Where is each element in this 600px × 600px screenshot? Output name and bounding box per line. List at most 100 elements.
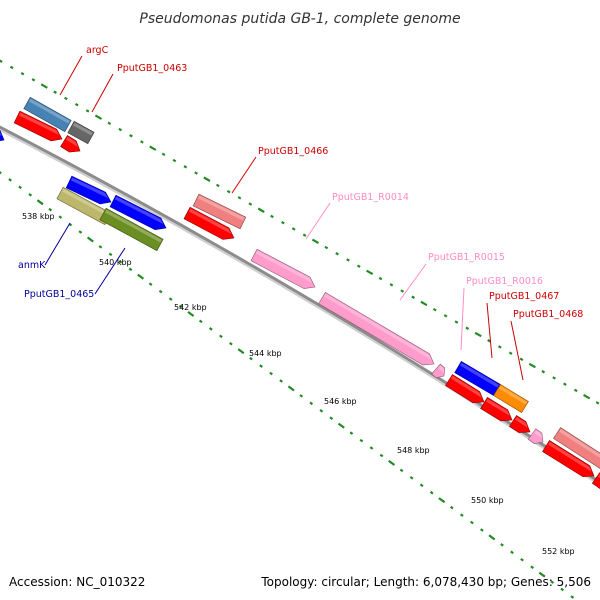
feature-highlight	[104, 209, 162, 243]
major-tick-mark	[237, 348, 245, 355]
major-tick-mark	[40, 83, 48, 89]
minor-tick-mark	[229, 342, 233, 346]
feature-highlight	[499, 385, 528, 405]
leader-line	[91, 73, 114, 113]
gene-label[interactable]: PputGB1_0466	[258, 146, 328, 157]
minor-tick-mark	[409, 476, 414, 480]
feature-highlight	[70, 177, 109, 199]
minor-tick-mark	[465, 326, 470, 330]
minor-tick-mark	[140, 140, 144, 144]
gene-label[interactable]: PputGB1_R0014	[332, 192, 409, 203]
cds-block-PputGB1_0466	[192, 193, 247, 230]
major-tick-mark	[149, 145, 157, 151]
cds-arrow-red	[509, 415, 531, 433]
minor-tick-mark	[519, 357, 524, 362]
minor-tick-mark	[269, 371, 273, 376]
major-tick-mark	[86, 236, 94, 243]
minor-tick-mark	[346, 258, 350, 262]
minor-tick-mark	[570, 595, 575, 599]
major-tick-mark	[438, 497, 446, 504]
major-tick-mark	[488, 534, 496, 541]
minor-tick-mark	[399, 468, 404, 473]
minor-tick-mark	[541, 370, 546, 374]
minor-tick-mark	[443, 314, 448, 318]
minor-tick-mark	[335, 252, 339, 256]
minor-tick-mark	[158, 289, 163, 294]
major-tick-mark	[366, 269, 374, 276]
gene-label[interactable]: anmK	[18, 260, 46, 271]
feature-body	[56, 186, 112, 226]
feature-body	[99, 207, 164, 252]
leader-line	[460, 287, 465, 351]
major-tick-mark	[528, 362, 536, 369]
feature-body	[542, 440, 595, 478]
minor-tick-mark	[459, 513, 464, 517]
rna-arrow-R0016	[431, 363, 445, 379]
minor-tick-mark	[560, 587, 565, 592]
minor-tick-mark	[118, 127, 123, 132]
major-tick-mark	[257, 207, 265, 213]
feature-highlight	[534, 430, 543, 439]
feature-highlight	[18, 112, 60, 136]
minor-tick-mark	[552, 376, 556, 380]
minor-tick-mark	[53, 90, 57, 94]
feature-highlight	[324, 293, 432, 360]
minor-tick-mark	[249, 356, 253, 361]
minor-tick-mark	[291, 227, 296, 231]
minor-tick-mark	[215, 183, 220, 188]
minor-tick-mark	[168, 297, 173, 301]
major-tick-mark	[311, 238, 320, 245]
gene-label[interactable]: PputGB1_0467	[489, 291, 559, 302]
minor-tick-mark	[510, 550, 514, 555]
minor-tick-mark	[259, 364, 263, 368]
feature-body	[493, 384, 529, 413]
minor-tick-mark	[454, 320, 459, 324]
minor-tick-mark	[178, 304, 183, 309]
leader-line	[305, 202, 331, 240]
gene-label[interactable]: PputGB1_R0015	[428, 252, 505, 263]
minor-tick-mark	[573, 388, 578, 393]
minor-tick-mark	[359, 438, 364, 443]
feature-track	[0, 96, 600, 490]
feature-highlight	[548, 441, 592, 472]
cds-arrow-red	[13, 110, 63, 142]
cds-block-anmK	[56, 186, 112, 226]
minor-tick-mark	[480, 528, 484, 532]
cds-arrow-red	[480, 397, 513, 422]
minor-tick-mark	[530, 565, 534, 569]
minor-tick-mark	[248, 202, 253, 206]
minor-tick-mark	[28, 193, 33, 197]
minor-tick-mark	[400, 289, 405, 293]
cds-arrow-red	[591, 472, 600, 490]
feature-body	[445, 374, 485, 403]
cds-arrow-red	[445, 374, 485, 403]
feature-body	[553, 427, 600, 470]
minor-tick-mark	[429, 490, 434, 495]
leader-line	[486, 302, 493, 359]
minor-tick-mark	[550, 580, 555, 584]
gene-label[interactable]: PputGB1_0463	[117, 63, 187, 74]
feature-highlight	[515, 416, 528, 428]
minor-tick-mark	[198, 319, 203, 324]
tick-label: 546 kbp	[324, 397, 357, 406]
genome-backbone	[0, 125, 600, 487]
minor-tick-mark	[309, 401, 314, 406]
minor-tick-mark	[118, 260, 123, 264]
gene-label[interactable]: PputGB1_0468	[513, 309, 583, 320]
minor-tick-mark	[349, 431, 354, 435]
minor-tick-mark	[161, 152, 166, 157]
feature-highlight	[197, 195, 245, 221]
feature-highlight	[438, 365, 444, 373]
feature-highlight	[61, 188, 110, 217]
tick-label: 548 kbp	[397, 446, 430, 455]
minor-tick-mark	[64, 96, 68, 101]
tick-label: 552 kbp	[542, 547, 575, 556]
gene-label[interactable]: argC	[86, 45, 109, 56]
gene-label[interactable]: PputGB1_R0016	[466, 276, 543, 287]
cds-block-PputGB1_0467	[493, 384, 529, 413]
minor-tick-mark	[432, 307, 437, 312]
gene-label[interactable]: PputGB1_0465	[24, 289, 94, 300]
minor-tick-mark	[31, 78, 36, 82]
feature-highlight	[72, 122, 93, 136]
